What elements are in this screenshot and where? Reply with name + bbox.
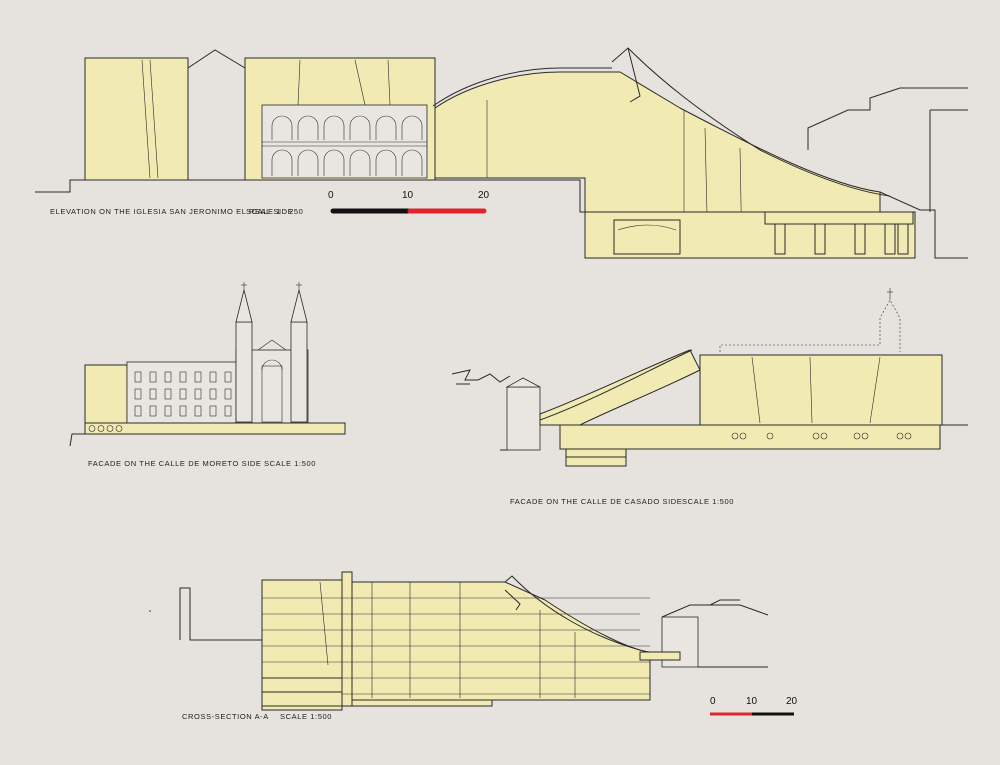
scale-bottom-tick-0: 0	[710, 696, 716, 707]
section-title: CROSS-SECTION A-A	[182, 712, 269, 721]
elevation-san-jeronimo	[35, 47, 968, 259]
scale-bottom-tick-10: 10	[746, 696, 758, 707]
facade-casado	[451, 288, 968, 467]
cross-section-aa	[179, 571, 769, 711]
scale-top-tick-10: 10	[402, 190, 414, 201]
scale-top-tick-20: 20	[478, 190, 490, 201]
elevation-scale: SCALE 1 : 250	[246, 207, 304, 216]
facade-casado-title: FACADE ON THE CALLE DE CASADO SIDE	[510, 497, 683, 506]
facade-moreto-title: FACADE ON THE CALLE DE MORETO SIDE	[88, 459, 262, 468]
section-scale: SCALE 1:500	[280, 712, 333, 721]
facade-casado-scale: SCALE 1:500	[682, 497, 735, 506]
scale-top-tick-0: 0	[328, 190, 334, 201]
facade-moreto	[69, 282, 346, 447]
scale-bottom-tick-20: 20	[786, 696, 798, 707]
facade-moreto-scale: SCALE 1:500	[264, 459, 317, 468]
elevation-title: ELEVATION ON THE IGLESIA SAN JERONIMO EL…	[50, 207, 294, 216]
